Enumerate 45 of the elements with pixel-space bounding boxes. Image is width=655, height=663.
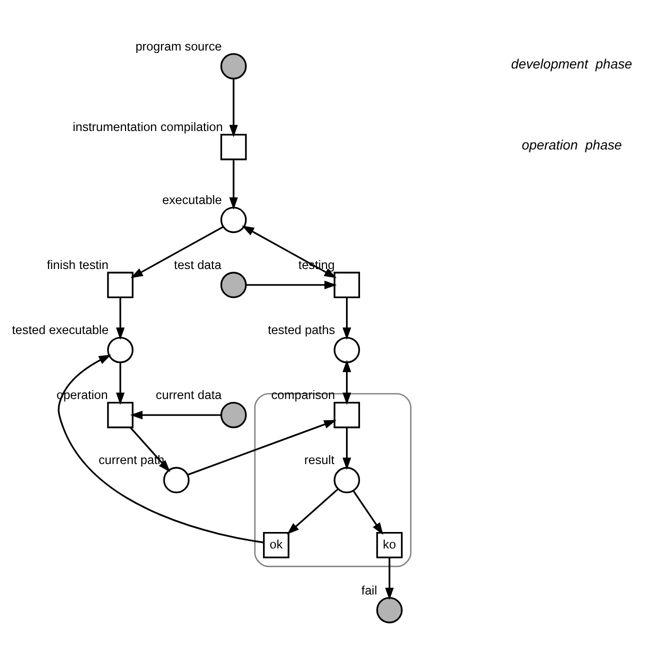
node-label: test data [174, 258, 222, 272]
node-box: ko [376, 532, 403, 558]
node-label: program source [135, 39, 222, 54]
arrow [58, 354, 264, 544]
node-box [334, 272, 360, 298]
node-circle [220, 402, 247, 428]
node-label: result [304, 453, 334, 468]
arrow [342, 360, 352, 405]
arrow [342, 297, 352, 340]
node-box [334, 402, 360, 428]
node-circle [107, 336, 134, 364]
node-circle [220, 272, 247, 298]
node-circle [220, 53, 247, 80]
arrow [130, 410, 221, 420]
arrow [229, 78, 238, 138]
node-box [220, 134, 247, 160]
arrow [352, 490, 384, 535]
arrow [385, 557, 394, 600]
arrow [130, 226, 224, 278]
arrow [342, 427, 352, 470]
node-circle [163, 466, 190, 494]
node-label: tested executable [12, 323, 109, 338]
arrow [116, 297, 125, 340]
node-label: finish testin [46, 258, 109, 272]
arrow [188, 420, 336, 476]
arrow [116, 362, 125, 405]
node-label: comparison [271, 388, 335, 402]
node-circle [376, 597, 403, 624]
label: development phase [511, 56, 632, 72]
node-label: executable [162, 192, 222, 207]
node-label: fail [361, 583, 378, 598]
node-circle [334, 466, 360, 494]
node-label: current data [156, 388, 222, 402]
label: operation phase [522, 137, 622, 152]
arrow [286, 488, 339, 535]
node-box [107, 272, 134, 298]
node-label: tested paths [268, 323, 336, 338]
arrow [246, 280, 337, 290]
node-circle [334, 336, 360, 364]
node-label: instrumentation compilation [72, 120, 223, 134]
node-box [107, 402, 134, 428]
node-box: ok [263, 532, 290, 558]
node-circle [220, 206, 247, 234]
arrow [242, 226, 337, 278]
arrow [229, 160, 238, 210]
